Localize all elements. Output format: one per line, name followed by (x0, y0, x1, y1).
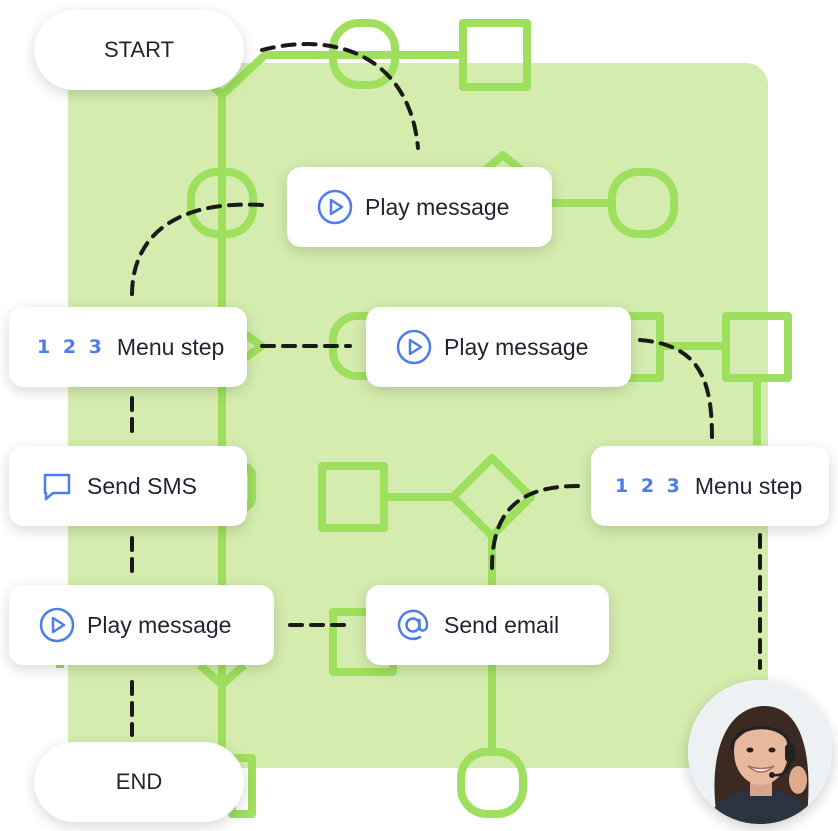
bottom-circle-shape (457, 748, 527, 818)
play-message-node-1[interactable]: Play message (287, 167, 552, 247)
connector-menu2-to-email (490, 484, 580, 570)
send-email-label: Send email (444, 611, 560, 638)
end-label: END (115, 769, 163, 794)
send-email-node[interactable]: Send email (366, 585, 609, 665)
keypad-digits-icon: 1 2 3 (615, 475, 683, 497)
agent-headset-avatar (688, 680, 832, 824)
menu-step-node-2[interactable]: 1 2 3 Menu step (591, 446, 829, 526)
play-circle-icon (396, 329, 432, 365)
connector-play1-to-menu1 (130, 202, 264, 297)
end-node[interactable]: END (34, 742, 244, 822)
play-message-label-1: Play message (365, 193, 510, 220)
start-label: START (103, 37, 175, 62)
play-message-label-2: Play message (444, 333, 589, 360)
play-message-label-3: Play message (87, 611, 232, 638)
top-circle-shape (329, 19, 399, 89)
play-circle-icon (317, 189, 353, 225)
lower-chevron-shape (197, 662, 247, 689)
connector-play2-to-menu2 (638, 338, 714, 440)
top-square-shape (459, 19, 531, 91)
start-node[interactable]: START (34, 10, 244, 90)
menu-step-label-1: Menu step (116, 333, 225, 360)
pm1-right-circle (608, 168, 678, 238)
at-sign-icon (394, 606, 432, 644)
connector-start-to-play1 (260, 42, 420, 150)
keypad-digits-icon: 1 2 3 (37, 336, 105, 358)
play-circle-icon (39, 607, 75, 643)
send-sms-label: Send SMS (87, 472, 197, 499)
send-sms-node[interactable]: Send SMS (9, 446, 247, 526)
menu-step-node-1[interactable]: 1 2 3 Menu step (9, 307, 247, 387)
play-message-node-3[interactable]: Play message (9, 585, 274, 665)
pm1-top-diamond (482, 151, 524, 174)
chat-bubble-icon (39, 468, 75, 504)
play-message-node-2[interactable]: Play message (366, 307, 631, 387)
menu-step-label-2: Menu step (694, 472, 803, 499)
agent-avatar (688, 680, 832, 824)
